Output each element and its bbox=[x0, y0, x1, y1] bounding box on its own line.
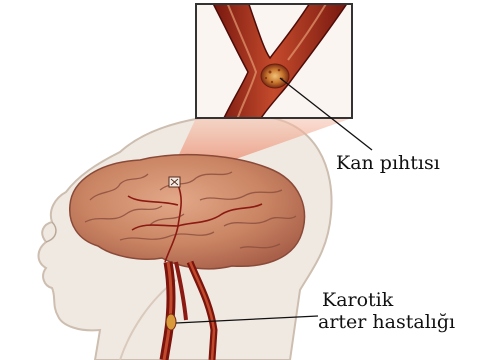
carotid-label-line1: Karotik bbox=[322, 290, 393, 311]
blood-clot-icon bbox=[261, 64, 289, 88]
clot-label: Kan pıhtısı bbox=[336, 153, 440, 174]
carotid-label-line2: arter hastalığı bbox=[318, 312, 455, 333]
